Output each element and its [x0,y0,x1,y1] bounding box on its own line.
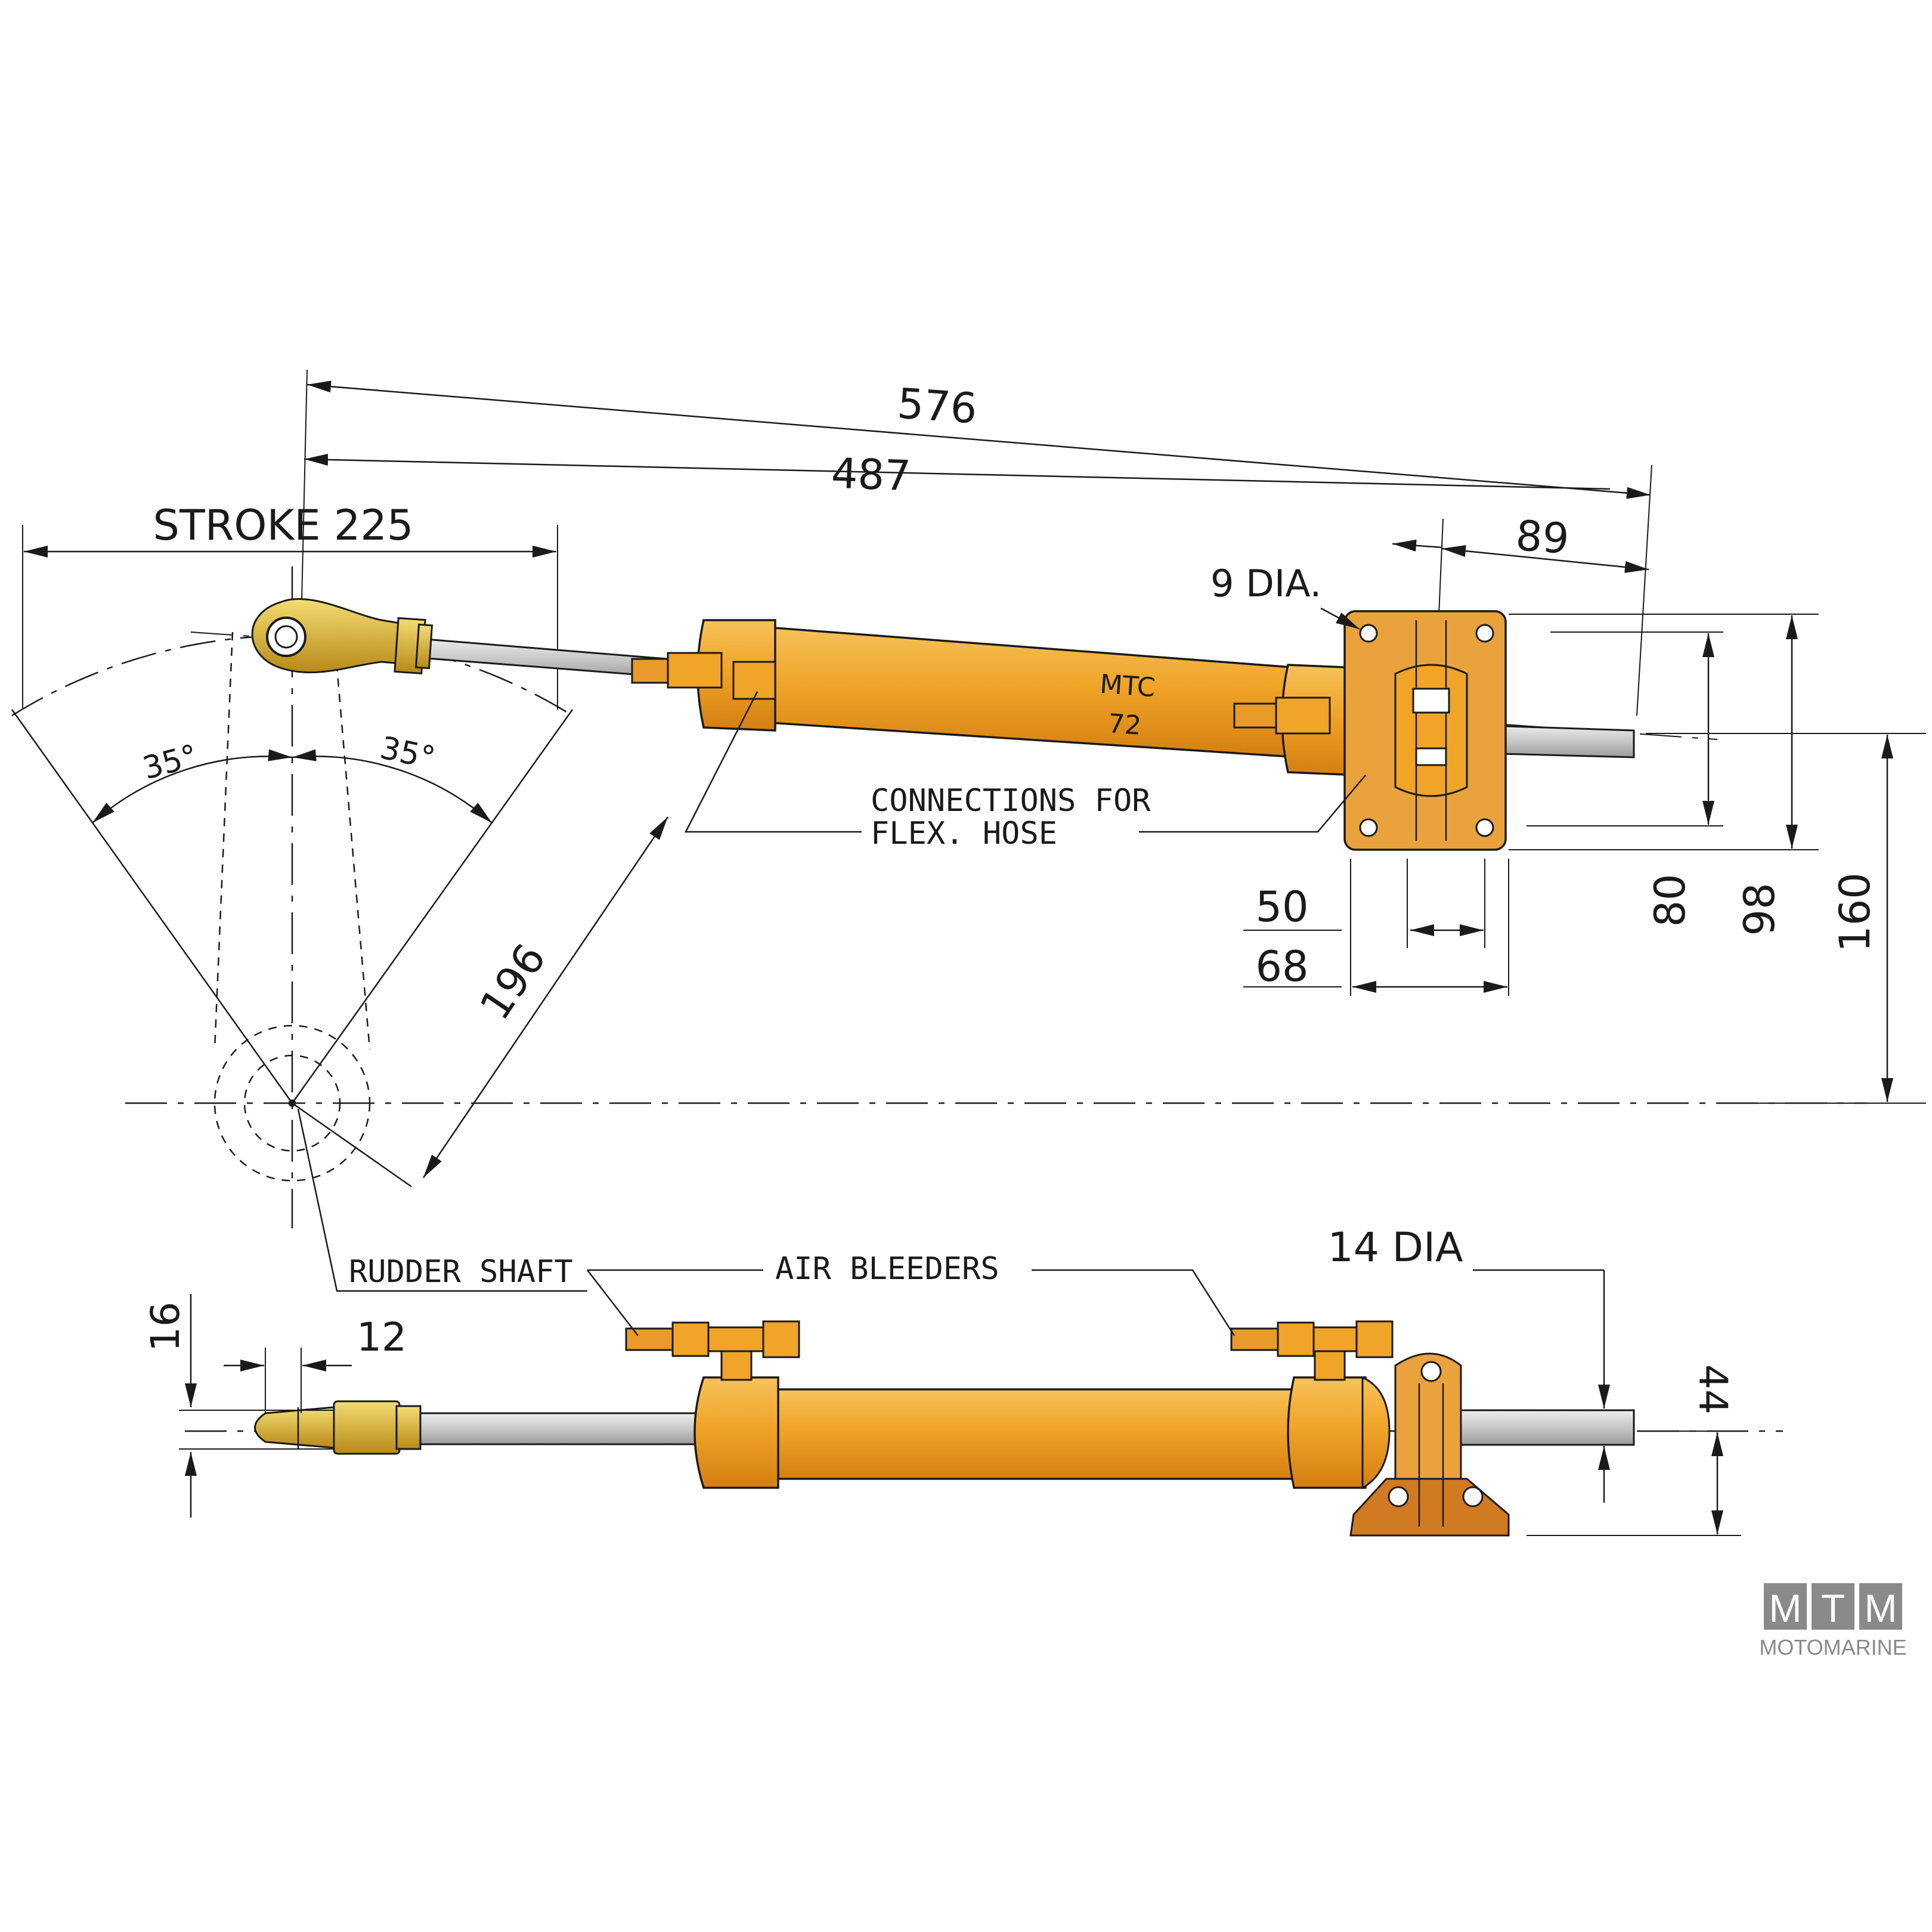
height-98-label: 98 [1735,883,1784,936]
side-view [179,1109,1783,1537]
bracket-to-end-label: 89 [1514,511,1571,564]
rudder-shaft-label: RUDDER SHAFT [349,1254,573,1290]
tiller-radius-dimension [422,816,669,1178]
eye-height-label: 16 [143,1302,188,1352]
top-rod-eye [251,598,434,675]
rudder-shaft-leader [297,1109,587,1292]
side-view-labels: RUDDER SHAFT AIR BLEEDERS 14 DIA 16 12 4… [143,1224,1736,1414]
overall-length-dimension [306,380,1651,499]
bolt-spacing-50-label: 50 [1255,883,1308,931]
model-label-line1: MTC [1099,669,1156,703]
bracket-to-end-dimension [1441,545,1649,573]
side-rod-end [254,1400,422,1455]
angle-left-label: 35° [139,738,202,787]
air-bleeder-left [625,1320,800,1381]
center-height-label: 44 [1690,1364,1736,1414]
side-piston-rod [416,1412,705,1445]
center-to-bracket-dimension [304,453,1611,490]
logo-letter-1: M [1769,1586,1802,1630]
eye-width-label: 12 [357,1314,407,1360]
model-label-line2: 72 [1107,708,1142,741]
side-cylinder-body [693,1376,1391,1490]
logo-letter-3: M [1865,1586,1897,1630]
height-80-label: 80 [1646,874,1695,927]
stroke-label: STROKE 225 [153,501,414,550]
overall-length-label: 576 [896,379,979,433]
connections-leader [684,691,862,833]
hole-dia-leader [1320,607,1360,630]
top-mounting-bracket [1343,610,1507,851]
angle-left-arc [92,749,293,823]
logo-name: MOTOMARINE [1759,1635,1906,1659]
tiller-radius-label: 196 [470,935,556,1029]
height-160-label: 160 [1831,872,1880,952]
logo-letter-2: T [1821,1586,1845,1630]
air-bleeder-leader-right [1032,1269,1236,1336]
top-cylinder-body [631,619,1385,776]
motomarine-logo: M T M MOTOMARINE [1759,1583,1907,1659]
air-bleeders-label: AIR BLEEDERS [775,1251,999,1287]
rudder-shaft-outer-circle [213,1024,371,1182]
air-bleeder-right [1230,1320,1394,1381]
connections-label-line2: FLEX. HOSE [871,816,1057,852]
bolt-spacing-68-label: 68 [1255,942,1308,991]
side-mounting-bracket [1349,1352,1510,1537]
connections-label-line1: CONNECTIONS FOR [871,783,1151,819]
top-view [11,369,1926,1228]
angle-right-arc [292,749,493,823]
center-to-bracket-label: 487 [831,449,912,501]
rod-dia-label: 14 DIA [1327,1224,1463,1271]
rudder-shaft-inner-circle [243,1054,341,1152]
angle-right-label: 35° [377,730,438,776]
hole-dia-label: 9 DIA. [1210,562,1321,605]
